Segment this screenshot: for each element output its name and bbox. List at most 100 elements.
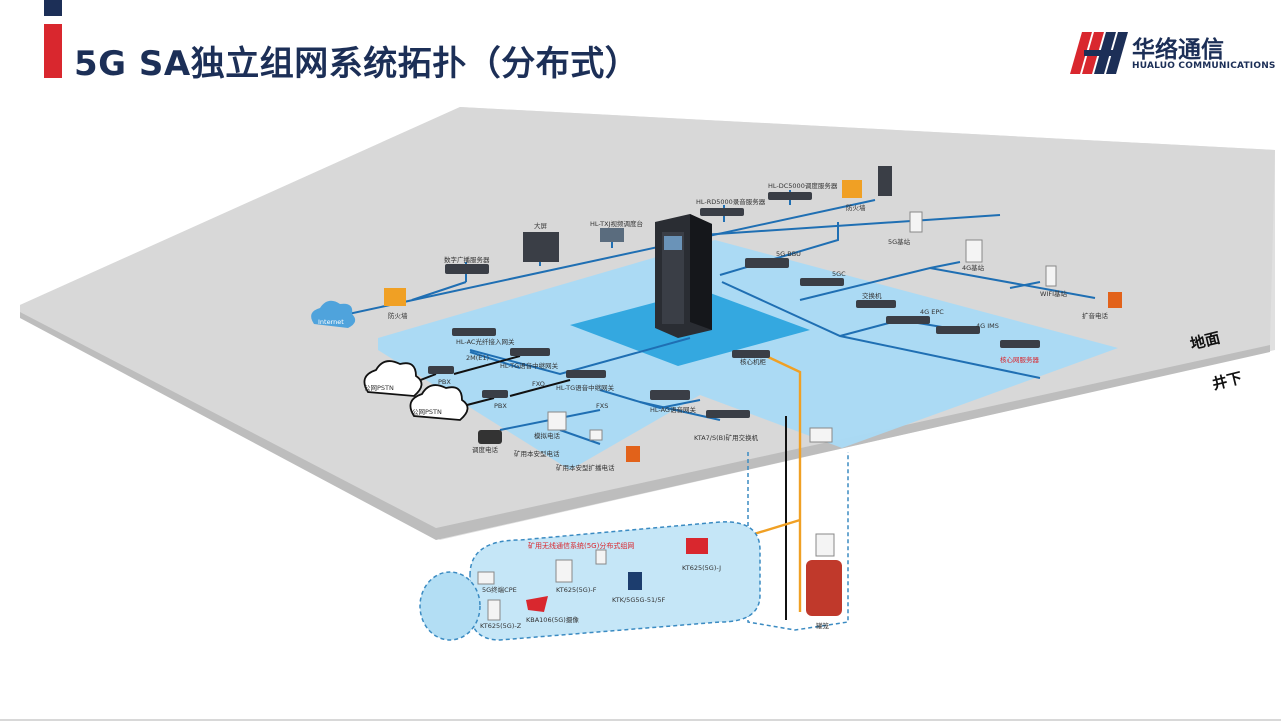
tunnel-cpe-icon	[477, 571, 495, 585]
broadcast-server-icon	[445, 264, 489, 274]
pbx-2-icon	[482, 390, 508, 398]
phone-links	[399, 355, 787, 620]
switch-icon	[856, 300, 896, 308]
ac-gateway-label: HL-AC光纤接入网关	[456, 337, 515, 346]
ag-gateway-label: HL-AG语音网关	[650, 405, 696, 414]
tg-gateway-2-label: HL-TG语音中继网关	[556, 383, 615, 392]
ip-speaker-label: 扩音电话	[1082, 311, 1109, 320]
core-network-label: 核心网服务器	[1000, 355, 1040, 364]
broadcast-phone-icon	[1108, 292, 1122, 308]
access-switch-icon	[732, 350, 770, 358]
wifi-ap-icon	[1045, 265, 1057, 287]
core-rack-icon	[655, 214, 712, 338]
mine-phone-icon	[589, 429, 603, 441]
tunnel-rru-1-icon	[555, 559, 573, 583]
tunnel-ap-icon	[595, 549, 607, 565]
title-accent-bar	[44, 0, 62, 16]
console-icon	[600, 228, 624, 242]
mine-broadcast-icon	[626, 446, 640, 462]
firewall-left-label: 防火墙	[388, 311, 408, 320]
internet-label: Internet	[318, 318, 344, 326]
company-logo: 华络通信 HUALUO COMMUNICATIONS	[1070, 30, 1275, 76]
tunnel-ky-label: KT625(5G)-Z	[480, 622, 522, 630]
pbx-2-label: PBX	[494, 402, 507, 410]
ac-gateway-icon	[452, 328, 496, 336]
tunnel-kj-label: KTK/5G5G-51/5F	[612, 596, 665, 604]
explosion-box-icon	[806, 560, 842, 616]
big-screen-icon	[523, 232, 559, 262]
cell-4g-icon	[965, 239, 983, 263]
logo-name-en: HUALUO COMMUNICATIONS	[1132, 61, 1276, 71]
explosion-box-label: 罐笼	[816, 621, 830, 630]
logo-mark-icon	[1070, 32, 1128, 74]
tunnel-camera-icon	[526, 596, 548, 612]
tg-gateway-2-icon	[566, 370, 606, 378]
core-server-icon	[1000, 340, 1040, 348]
tunnel-camera-label: KBA106(5G)摄像	[526, 615, 579, 624]
dispatch-phone-icon	[478, 430, 502, 444]
recorder-server-icon	[700, 208, 744, 216]
fxo-label: FXO	[532, 380, 545, 388]
tunnel-rru-2-label: KT625(5G)-J	[682, 564, 721, 572]
firewall-icons	[384, 180, 1122, 462]
shaft-cell-icon	[815, 533, 835, 557]
ag-gateway-icon	[650, 390, 690, 400]
fxs-label: FXS	[596, 402, 608, 410]
pstn-cloud-2-icon	[409, 384, 469, 421]
dispatch-phone-label: 调度电话	[472, 445, 499, 454]
pbx-1-icon	[428, 366, 454, 374]
slide-title: 5G SA独立组网系统拓扑（分布式）	[74, 44, 640, 84]
kta-switch-label: KTA7/S(B)矿用交换机	[694, 433, 759, 442]
pstn-2-label: 公网PSTN	[412, 408, 442, 416]
cell-4g-label: 4G基站	[962, 263, 985, 272]
server-icons	[428, 166, 1040, 418]
dispatch-console-label: HL-TXJ视频调度台	[590, 219, 643, 228]
cell-5g-label: 5G基站	[888, 237, 911, 246]
analog-phone-icon	[547, 411, 567, 431]
tunnel-cpe-label: 5G终端CPE	[482, 585, 517, 594]
epc-icon	[886, 316, 930, 324]
tunnel-rru-1-label: KT625(5G)-F	[556, 586, 597, 594]
wifi-ap-label: WIFI基站	[1040, 289, 1067, 298]
kta-switch-icon	[706, 410, 750, 418]
logo-name-cn: 华络通信	[1132, 37, 1224, 63]
mine-broadcast-label: 矿用本安型扩播电话	[556, 463, 615, 472]
pbx-1-label: PBX	[438, 378, 451, 386]
network-links	[329, 186, 1096, 445]
tunnel-ky-icon	[487, 599, 501, 621]
pstn-cloud-1-icon	[363, 360, 423, 397]
tunnel-devices	[478, 430, 842, 616]
trunk-label: 2M(E1)	[466, 354, 489, 362]
broadcast-server-label: 数字广播服务器	[444, 255, 490, 264]
tunnel-kj-icon	[628, 572, 642, 590]
tg-gateway-1-label: HL-TG语音中继网关	[500, 361, 559, 370]
tower-server-icon	[878, 166, 892, 196]
bbu-icon	[745, 258, 789, 268]
fivegc-icon	[800, 278, 844, 286]
mine-phone-label: 矿用本安型电话	[514, 449, 560, 458]
cloud-icons	[363, 360, 469, 421]
dispatch-server-label: HL-DC5000调度服务器	[768, 181, 838, 190]
ims-icon	[936, 326, 980, 334]
firewall-right-icon	[842, 180, 862, 198]
mine-tunnel	[419, 521, 761, 641]
tunnel-rru-2-icon	[686, 538, 708, 554]
switch-label: 交换机	[862, 291, 882, 300]
analog-phone-label: 模拟电话	[534, 431, 561, 440]
epc-label: 4G EPC	[920, 308, 944, 316]
firewall-left-icon	[384, 288, 406, 306]
slide-footer-line	[0, 719, 1281, 721]
pstn-1-label: 公网PSTN	[364, 384, 394, 392]
tunnel-title: 矿用无线通信系统(5G)分布式组网	[528, 541, 634, 550]
tg-gateway-1-icon	[510, 348, 550, 356]
dispatch-server-icon	[768, 192, 812, 200]
internet-cloud-icon	[311, 300, 356, 328]
bbu-label: 5G BBU	[776, 250, 801, 258]
firewall-right-label: 防火墙	[846, 203, 866, 212]
core-rack-label: 核心机柜	[740, 357, 767, 366]
cell-5g-icon	[909, 211, 923, 233]
title-red-bar	[44, 24, 62, 78]
ims-label: 4G IMS	[976, 322, 999, 330]
big-screen-label: 大屏	[534, 221, 548, 230]
